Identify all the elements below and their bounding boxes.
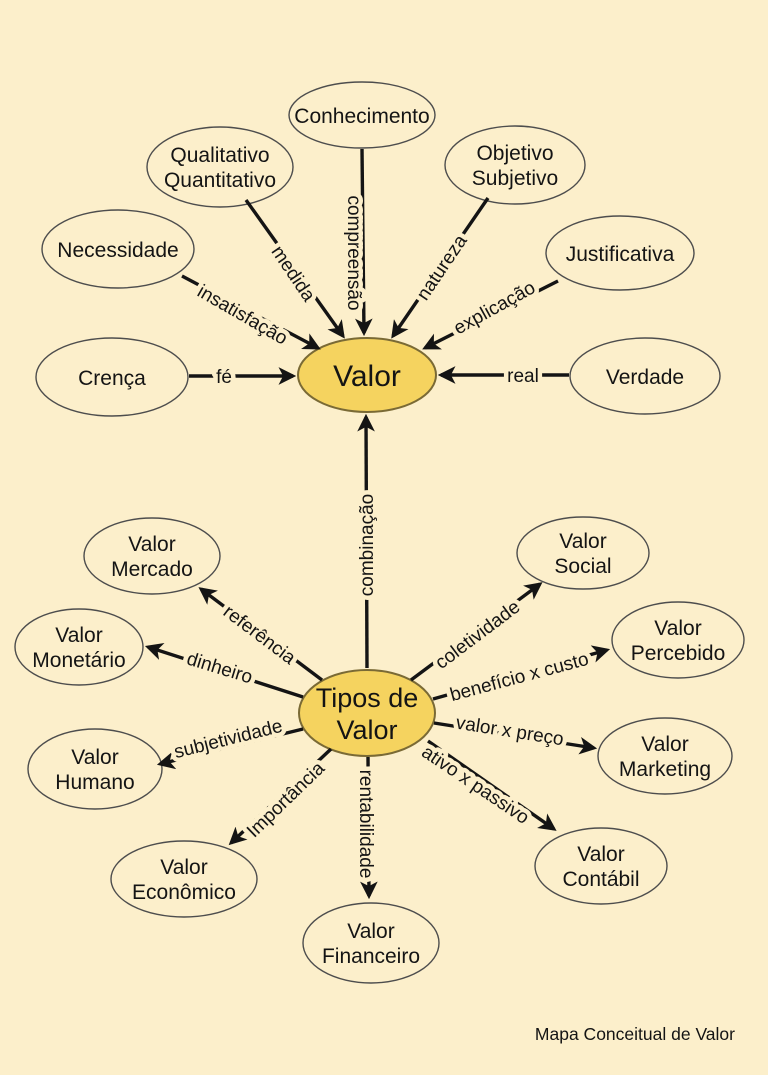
- edge-label-importancia: Importância: [243, 758, 329, 842]
- node-valor-financeiro: [302, 902, 440, 984]
- edge-tipos-monetario: [144, 643, 304, 699]
- edge-label-ativo-passivo: ativo x passivo: [418, 742, 533, 829]
- edge-tipos-contabil: [427, 739, 557, 831]
- node-crenca: [35, 337, 189, 417]
- edge-label-combinacao: combinação: [357, 494, 378, 596]
- edge-label-explicacao: explicação: [450, 277, 539, 339]
- edge-label-valor-preco: valor x preço: [454, 713, 565, 751]
- node-verdade: [569, 337, 721, 415]
- edge-label-insatisfacao: insatisfação: [194, 281, 291, 349]
- node-valor-marketing: [597, 717, 733, 795]
- edge-label-coletividade: coletividade: [432, 597, 525, 674]
- map-caption: Mapa Conceitual de Valor: [535, 1024, 735, 1044]
- edge-objetivo-valor: [391, 197, 490, 339]
- node-label-conhecimento: Conhecimento: [294, 105, 429, 128]
- edge-label-fe: fé: [216, 367, 232, 388]
- node-valor-mercado: [83, 517, 221, 595]
- node-valor-social: [516, 516, 650, 590]
- edge-label-real: real: [507, 366, 539, 387]
- edge-label-medida: medida: [267, 242, 319, 306]
- edge-label-beneficio-custo: benefício x custo: [448, 649, 591, 706]
- node-label-tipos-line2: Valor: [336, 715, 397, 745]
- edge-label-rentabilidade: rentabilidade: [355, 770, 376, 879]
- node-label-marketing-line1: Valor: [641, 733, 688, 756]
- node-label-social-line2: Social: [554, 555, 611, 578]
- edge-tipos-social: [409, 582, 543, 682]
- node-qualitativo-quantitativo: [146, 126, 294, 208]
- node-label-valor-center: Valor: [333, 360, 401, 393]
- node-necessidade: [41, 209, 195, 289]
- node-label-monetario-line2: Monetário: [32, 649, 125, 672]
- edge-label-natureza: natureza: [413, 231, 472, 304]
- node-label-tipos-line1: Tipos de: [316, 683, 419, 713]
- node-valor-monetario: [14, 608, 144, 686]
- edge-label-subjetividade: subjetividade: [172, 716, 285, 763]
- edge-tipos-humano: [156, 727, 304, 770]
- edge-tipos-valor: [357, 413, 375, 669]
- node-label-quantitativo: Quantitativo: [164, 169, 276, 192]
- edge-tipos-financeiro: [360, 756, 378, 900]
- edge-tipos-economico: [228, 747, 333, 846]
- node-label-monetario-line1: Valor: [55, 624, 102, 647]
- node-label-financeiro-line2: Financeiro: [322, 945, 420, 968]
- edge-conhecimento-valor: [355, 148, 373, 337]
- node-label-humano-line1: Valor: [71, 746, 118, 769]
- edge-label-compreensao: compreensão: [343, 195, 364, 310]
- edge-qualitativo-valor: [244, 199, 345, 339]
- node-label-qualitativo: Qualitativo: [170, 144, 269, 167]
- node-label-objetivo: Objetivo: [476, 142, 553, 165]
- edge-necessidade-valor: [181, 274, 321, 350]
- edge-tipos-mercado: [198, 587, 324, 682]
- node-label-percebido-line2: Percebido: [631, 642, 726, 665]
- node-label-justificativa: Justificativa: [566, 243, 675, 266]
- node-label-subjetivo: Subjetivo: [472, 167, 558, 190]
- node-label-contabil-line2: Contábil: [562, 868, 639, 891]
- node-label-necessidade: Necessidade: [57, 239, 178, 262]
- node-label-economico-line1: Valor: [160, 856, 207, 879]
- edge-justificativa-valor: [422, 279, 559, 350]
- node-conhecimento: [288, 81, 436, 149]
- node-label-mercado-line2: Mercado: [111, 558, 193, 581]
- node-label-marketing-line2: Marketing: [619, 758, 711, 781]
- node-label-financeiro-line1: Valor: [347, 920, 394, 943]
- node-label-percebido-line1: Valor: [654, 617, 701, 640]
- node-objetivo-subjetivo: [444, 125, 586, 205]
- node-label-social-line1: Valor: [559, 530, 606, 553]
- node-valor-humano: [27, 728, 163, 810]
- node-justificativa: [545, 215, 695, 291]
- node-label-contabil-line1: Valor: [577, 843, 624, 866]
- node-valor-contabil: [534, 827, 668, 905]
- edge-tipos-percebido: [432, 645, 611, 701]
- node-valor-economico: [110, 840, 258, 918]
- node-label-mercado-line1: Valor: [128, 533, 175, 556]
- node-label-crenca: Crença: [78, 367, 146, 390]
- edge-tipos-marketing: [433, 721, 598, 755]
- node-label-humano-line2: Humano: [55, 771, 134, 794]
- edge-label-referencia: referência: [219, 601, 299, 669]
- node-tipos-de-valor-center: [298, 669, 436, 757]
- node-label-economico-line2: Econômico: [132, 881, 236, 904]
- node-valor-center: [297, 337, 437, 413]
- edge-label-dinheiro: dinheiro: [184, 649, 255, 689]
- node-valor-percebido: [611, 601, 745, 679]
- node-label-verdade: Verdade: [606, 366, 684, 389]
